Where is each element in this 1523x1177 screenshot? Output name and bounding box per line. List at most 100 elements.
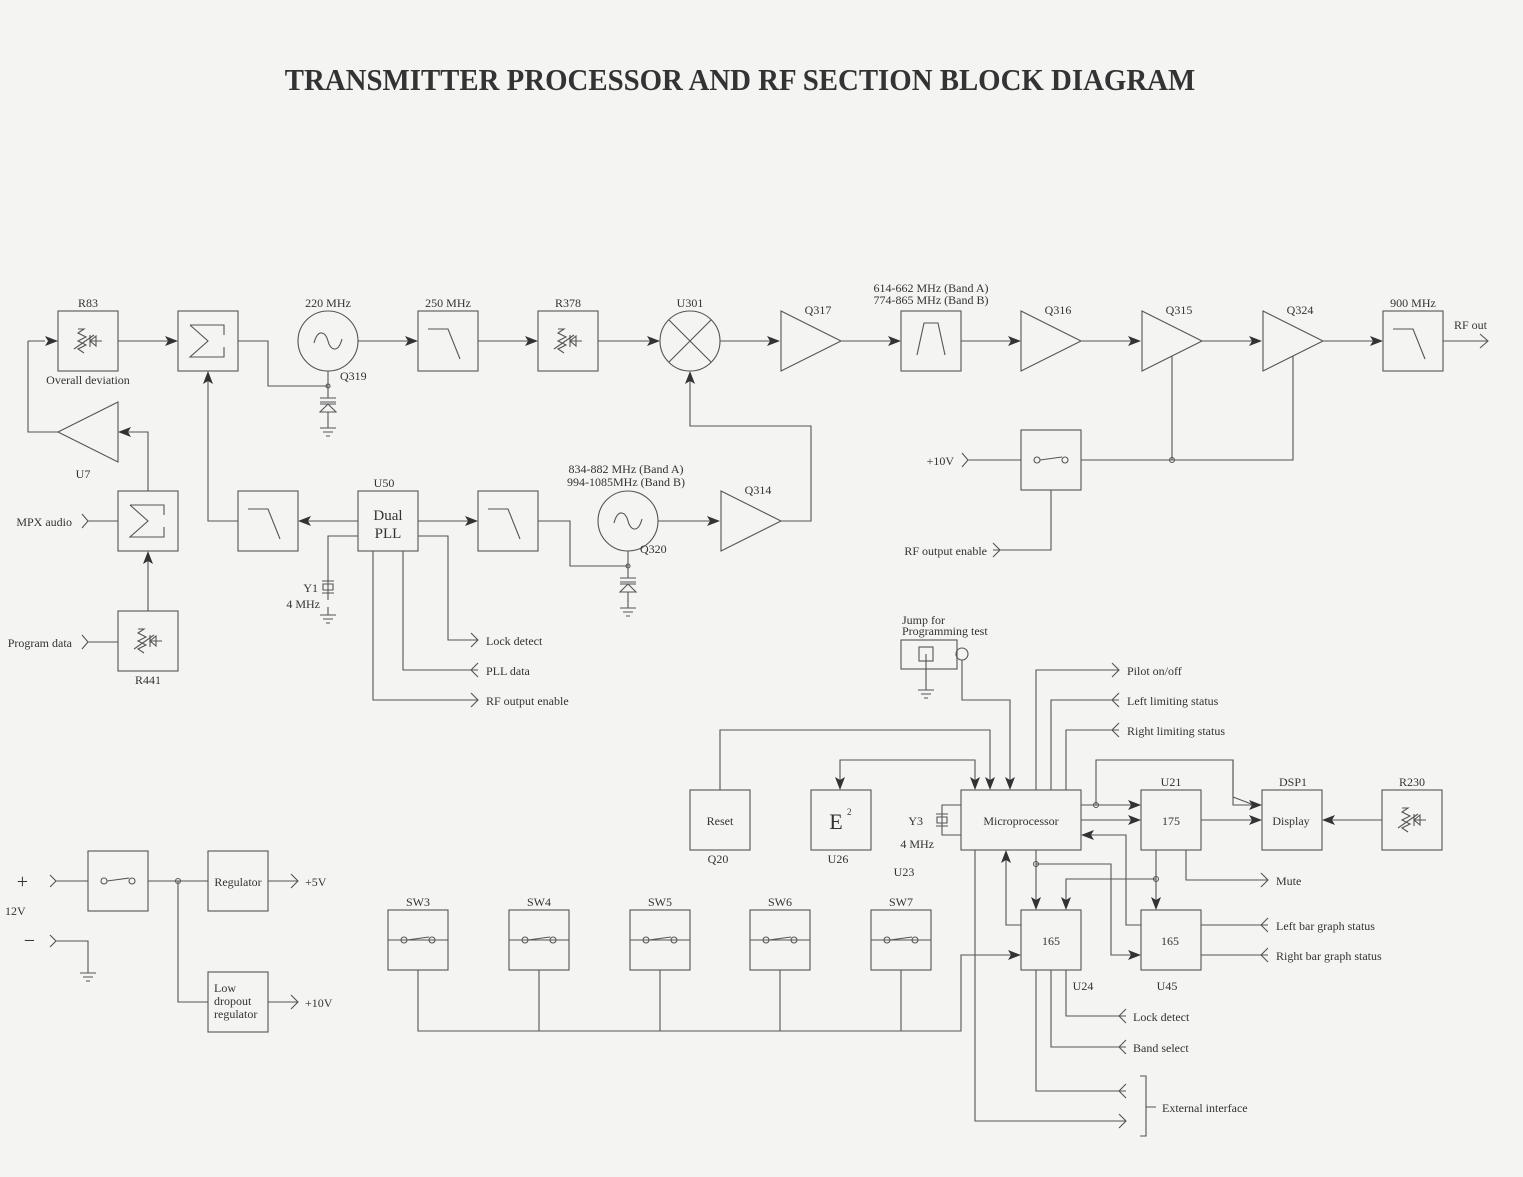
r378-label: R378	[555, 296, 581, 310]
program-data-label: Program data	[8, 636, 73, 650]
r230-label: R230	[1399, 775, 1425, 789]
osc-220-freq: 220 MHz	[305, 296, 351, 310]
q324-label: Q324	[1287, 303, 1314, 317]
lpf-250: 250 MHz	[417, 296, 479, 372]
minus-terminal: −	[24, 930, 35, 952]
r441-label: R441	[135, 673, 161, 687]
r378-block: R378	[537, 296, 599, 372]
u45-165: 165 U45	[1140, 909, 1202, 993]
r83-label: R83	[78, 296, 98, 310]
pll-line1: Dual	[373, 508, 402, 524]
plus10v-input-label: +10V	[927, 454, 955, 468]
loop-filter-1	[237, 490, 299, 552]
q316-label: Q316	[1045, 303, 1072, 317]
u23-label: U23	[894, 865, 915, 879]
bpf-band-a: 614-662 MHz (Band A)	[874, 281, 989, 295]
sw6-label: SW6	[768, 895, 792, 909]
external-interface-label: External interface	[1162, 1101, 1248, 1115]
ldo-line3: regulator	[214, 1007, 257, 1021]
microprocessor-label: Microprocessor	[983, 814, 1058, 828]
reset-label: Reset	[707, 814, 734, 828]
y3-freq: 4 MHz	[900, 837, 934, 851]
u26-label: U26	[828, 852, 849, 866]
q319-label: Q319	[340, 369, 367, 383]
q314-label: Q314	[745, 483, 772, 497]
regulator-5v: Regulator	[207, 850, 269, 912]
amp-q314: Q314	[720, 483, 783, 552]
oscillator-q320: 834-882 MHz (Band A) 994-1085MHz (Band B…	[567, 462, 685, 617]
u21-175: 175 U21	[1140, 775, 1202, 851]
diagram-title: TRANSMITTER PROCESSOR AND RF SECTION BLO…	[284, 62, 1196, 97]
u50-label: U50	[374, 476, 395, 490]
plus-terminal: +	[17, 871, 28, 893]
u24-chip-label: 165	[1042, 934, 1060, 948]
u45-label: U45	[1157, 979, 1178, 993]
jumper-line1: Jump for	[902, 613, 945, 627]
ldo-regulator: Low dropout regulator	[207, 971, 269, 1033]
amp-q316: Q316	[1020, 303, 1083, 372]
mpx-audio-label: MPX audio	[16, 515, 72, 529]
u301-label: U301	[677, 296, 704, 310]
pilot-label: Pilot on/off	[1127, 664, 1182, 678]
u21-chip-label: 175	[1162, 814, 1180, 828]
rf-enable-switch	[1020, 429, 1082, 491]
pll-data-label: PLL data	[486, 664, 531, 678]
lpf-250-freq: 250 MHz	[425, 296, 471, 310]
eeprom-u26: E 2 U26	[810, 789, 872, 866]
ldo-line2: dropout	[214, 994, 252, 1008]
pll-rf-enable-label: RF output enable	[486, 694, 569, 708]
amp-u7: U7	[56, 401, 119, 481]
switch-bank: SW3 SW4 SW5 SW6 SW7	[387, 895, 932, 971]
u24-label: U24	[1073, 979, 1094, 993]
pll-line2: PLL	[375, 526, 402, 542]
sw7-label: SW7	[889, 895, 913, 909]
band-select-label: Band select	[1133, 1041, 1189, 1055]
sw3: SW3	[387, 895, 449, 971]
sw3-label: SW3	[406, 895, 430, 909]
mixer-u301: U301	[659, 296, 721, 372]
amp-q317: Q317	[780, 303, 843, 372]
ldo-line1: Low	[214, 981, 236, 995]
dual-pll-u50: Dual PLL U50	[357, 476, 419, 552]
eeprom-label: E	[829, 809, 842, 834]
u24-lock-detect-label: Lock detect	[1133, 1010, 1190, 1024]
u7-label: U7	[76, 467, 91, 481]
r441-block: R441	[117, 610, 179, 687]
display-dsp1: Display DSP1	[1261, 775, 1323, 851]
mute-label: Mute	[1276, 874, 1301, 888]
rf-enable-control-label: RF output enable	[904, 544, 987, 558]
r83-caption: Overall deviation	[46, 373, 130, 387]
reset-q20: Reset Q20	[689, 789, 751, 866]
bpf: 614-662 MHz (Band A) 774-865 MHz (Band B…	[874, 281, 989, 372]
pll-lock-detect-label: Lock detect	[486, 634, 543, 648]
summer-2	[117, 490, 179, 552]
out-5v-label: +5V	[305, 875, 327, 889]
left-limiting-label: Left limiting status	[1127, 694, 1219, 708]
dsp1-label: DSP1	[1279, 775, 1307, 789]
summer-1	[177, 310, 239, 372]
osc2-band-a: 834-882 MHz (Band A)	[569, 462, 684, 476]
jumper-line2: Programming test	[902, 624, 988, 638]
right-limiting-label: Right limiting status	[1127, 724, 1225, 738]
osc2-band-b: 994-1085MHz (Band B)	[567, 475, 685, 489]
u24-165: 165 U24	[1020, 909, 1094, 993]
eeprom-superscript: 2	[847, 807, 852, 817]
sw4-label: SW4	[527, 895, 551, 909]
r83-block: R83 Overall deviation	[46, 296, 130, 387]
supply-12v-label: 12V	[5, 904, 26, 918]
u45-chip-label: 165	[1161, 934, 1179, 948]
power-switch	[87, 850, 149, 912]
q315-label: Q315	[1166, 303, 1193, 317]
rf-out-label: RF out	[1454, 318, 1488, 332]
oscillator-220: 220 MHz Q319	[297, 296, 367, 437]
y1-freq: 4 MHz	[286, 597, 320, 611]
lpf-900-freq: 900 MHz	[1390, 296, 1436, 310]
programming-jumper: Jump for Programming test	[900, 613, 988, 699]
left-bar-label: Left bar graph status	[1276, 919, 1375, 933]
r230-block: R230	[1381, 775, 1443, 851]
loop-filter-2	[477, 490, 539, 552]
sw4: SW4	[508, 895, 570, 971]
regulator-label: Regulator	[214, 875, 261, 889]
lpf-900: 900 MHz	[1382, 296, 1444, 372]
sw5: SW5	[629, 895, 691, 971]
